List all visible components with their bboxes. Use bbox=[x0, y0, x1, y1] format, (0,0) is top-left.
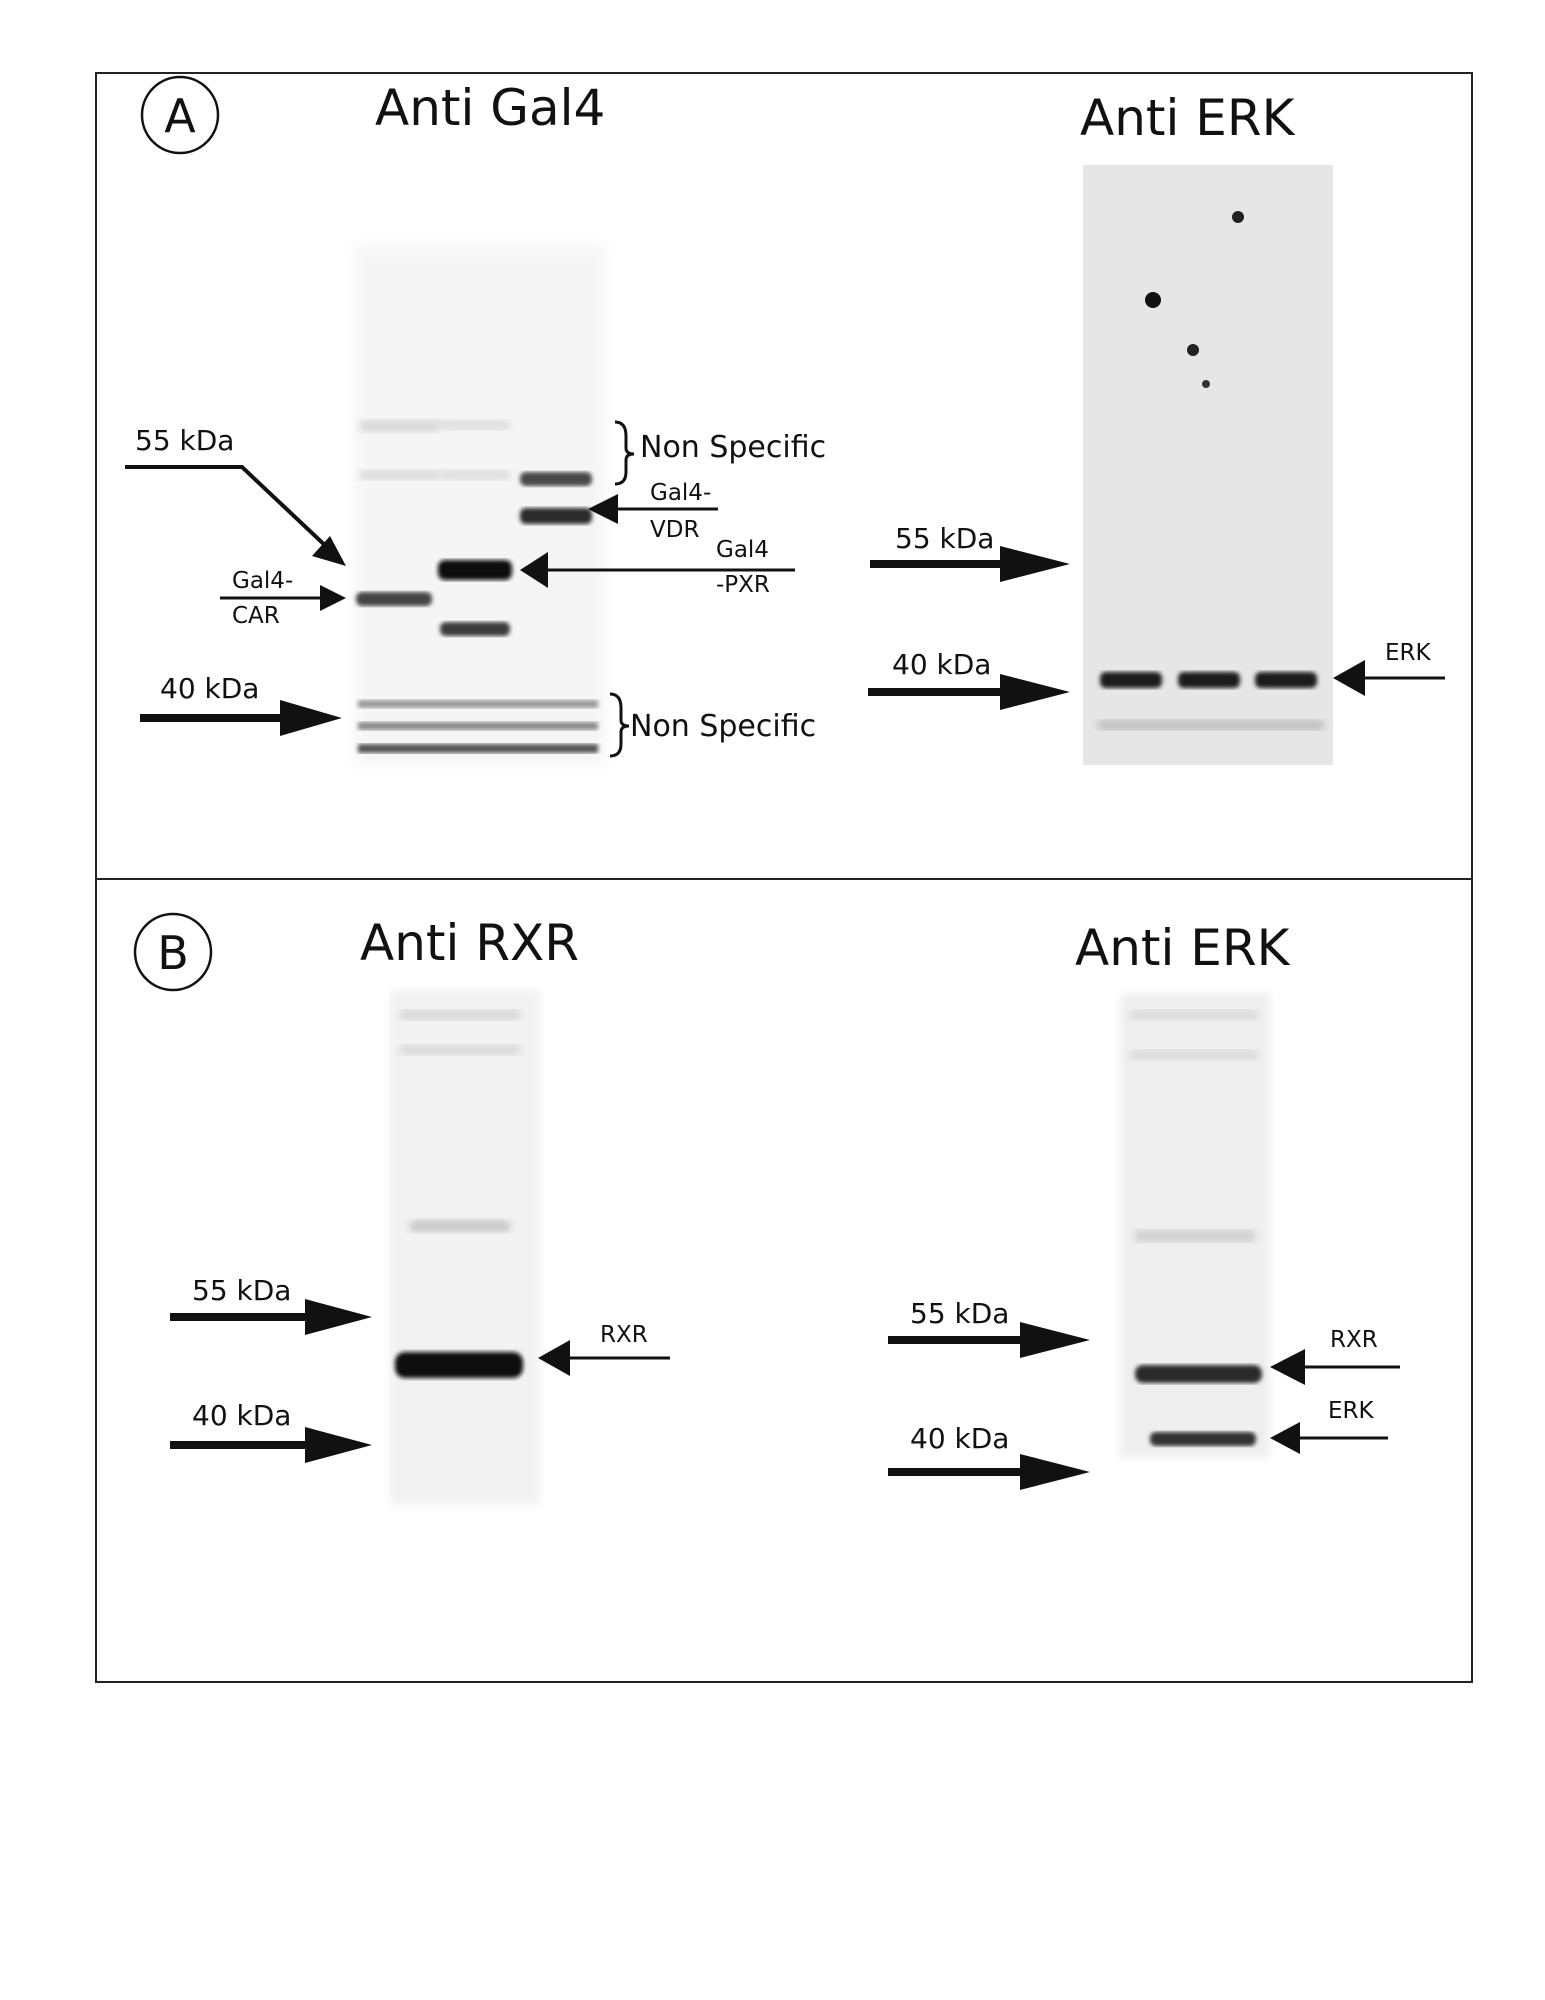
erk-b-upper-smear-1 bbox=[1130, 1010, 1258, 1020]
panel-divider bbox=[95, 878, 1473, 880]
gal4-marker-55-arrow-line bbox=[125, 465, 332, 552]
gal4-marker-40-label: 40 kDa bbox=[160, 672, 259, 705]
erk-b-mid-band bbox=[1135, 1230, 1255, 1242]
erk-b-rxr-label: RXR bbox=[1330, 1327, 1378, 1353]
rxr-arrowhead bbox=[538, 1340, 570, 1376]
rxr-marker-55-arrowhead bbox=[305, 1299, 372, 1335]
gal4-pxr-label-1: Gal4 bbox=[716, 537, 769, 563]
erk-a-speck-4 bbox=[1202, 380, 1210, 388]
gal4-lane2-smear bbox=[440, 420, 510, 430]
gal4-vdr-arrowhead bbox=[588, 494, 618, 524]
gal4-vdr-label-2: VDR bbox=[650, 517, 699, 543]
gal4-vdr-label-1: Gal4- bbox=[650, 480, 711, 506]
erk-b-erk-arrowhead bbox=[1270, 1422, 1300, 1454]
gal4-ns-band-3 bbox=[358, 744, 598, 753]
erk-a-marker-55-label: 55 kDa bbox=[895, 522, 994, 555]
erk-a-band-lane3 bbox=[1255, 672, 1317, 688]
gal4-marker-40-arrowhead bbox=[280, 700, 342, 736]
gal4-ns-band-2 bbox=[358, 722, 598, 730]
gal4-lane1-smear-2 bbox=[360, 470, 440, 480]
figure-frame bbox=[95, 72, 1473, 1683]
panel-a: A Anti Gal4 55 kDa bbox=[125, 75, 1445, 765]
panel-a-letter: A bbox=[164, 89, 196, 143]
erk-a-speck-3 bbox=[1232, 211, 1244, 223]
erk-b-marker-40-arrowhead bbox=[1020, 1454, 1090, 1490]
gal4-pxr-label-2: -PXR bbox=[716, 572, 770, 598]
erk-a-marker-40-arrowhead bbox=[1000, 674, 1070, 710]
erk-b-marker-55-label: 55 kDa bbox=[910, 1297, 1009, 1330]
erk-b-marker-40-label: 40 kDa bbox=[910, 1422, 1009, 1455]
gal4-lane2-smear-2 bbox=[440, 470, 510, 480]
gal4-ns-top-brace bbox=[614, 420, 635, 486]
gal4-ns-top-label: Non Specific bbox=[640, 430, 826, 465]
gal4-car-band bbox=[356, 592, 432, 606]
gal4-marker-55-label: 55 kDa bbox=[135, 424, 234, 457]
anti-rxr-title: Anti RXR bbox=[360, 914, 579, 972]
anti-erk-blot-a: Anti ERK 55 kDa 40 kDa ERK bbox=[868, 89, 1445, 765]
gal4-ns-band-1 bbox=[358, 700, 598, 708]
gal4-ns-bottom-label: Non Specific bbox=[630, 709, 816, 744]
rxr-label: RXR bbox=[600, 1322, 648, 1348]
rxr-marker-55-label: 55 kDa bbox=[192, 1274, 291, 1307]
erk-b-rxr-arrowhead bbox=[1270, 1349, 1305, 1385]
erk-b-membrane bbox=[1120, 993, 1270, 1458]
erk-a-membrane bbox=[1083, 165, 1333, 765]
erk-a-arrowhead bbox=[1333, 660, 1365, 696]
gal4-vdr-upper-band bbox=[520, 472, 592, 486]
anti-gal4-title: Anti Gal4 bbox=[375, 79, 605, 137]
anti-erk-b-title: Anti ERK bbox=[1075, 919, 1291, 977]
anti-rxr-blot: Anti RXR 55 kDa 40 kDa RXR bbox=[170, 914, 670, 1505]
panel-b: B Anti RXR 55 kDa 40 kDa RXR Anti ERK bbox=[133, 912, 1400, 1505]
gal4-ns-bottom-brace bbox=[609, 692, 630, 758]
rxr-upper-smear-1 bbox=[400, 1010, 520, 1020]
gal4-car-label-2: CAR bbox=[232, 603, 280, 629]
gal4-car-arrowhead bbox=[320, 585, 346, 611]
gal4-lane1-smear bbox=[360, 420, 440, 432]
rxr-upper-smear-2 bbox=[400, 1045, 520, 1055]
rxr-mid-band bbox=[410, 1220, 510, 1232]
erk-a-marker-55-arrowhead bbox=[1000, 546, 1070, 582]
gal4-pxr-arrowhead bbox=[520, 552, 548, 588]
gal4-pxr-band bbox=[438, 560, 512, 580]
erk-a-speck-2 bbox=[1187, 344, 1199, 356]
rxr-marker-40-label: 40 kDa bbox=[192, 1399, 291, 1432]
erk-a-band-lane1 bbox=[1100, 672, 1162, 688]
gal4-marker-55-arrowhead bbox=[312, 536, 346, 566]
erk-a-speck-1 bbox=[1145, 292, 1161, 308]
panel-a-circle bbox=[140, 75, 220, 155]
erk-b-rxr-band bbox=[1135, 1365, 1262, 1383]
rxr-marker-40-arrowhead bbox=[305, 1427, 372, 1463]
rxr-band bbox=[395, 1352, 523, 1378]
erk-b-marker-55-arrowhead bbox=[1020, 1322, 1090, 1358]
erk-a-lower-smear bbox=[1098, 720, 1324, 730]
gal4-pxr-lower-band bbox=[440, 622, 510, 636]
panel-b-letter: B bbox=[157, 926, 189, 980]
erk-b-upper-smear-2 bbox=[1130, 1050, 1258, 1060]
gal4-vdr-band bbox=[520, 508, 592, 524]
anti-gal4-blot: Anti Gal4 55 kDa 40 kDa bbox=[125, 79, 826, 765]
gal4-car-label-1: Gal4- bbox=[232, 568, 293, 594]
anti-erk-a-title: Anti ERK bbox=[1080, 89, 1296, 147]
erk-b-erk-band bbox=[1150, 1432, 1256, 1446]
erk-a-band-lane2 bbox=[1178, 672, 1240, 688]
erk-a-marker-40-label: 40 kDa bbox=[892, 648, 991, 681]
gal4-membrane bbox=[355, 245, 605, 765]
anti-erk-blot-b: Anti ERK 55 kDa 40 kDa RXR ERK bbox=[888, 919, 1400, 1490]
erk-a-label: ERK bbox=[1385, 640, 1432, 666]
panel-b-circle bbox=[133, 912, 213, 992]
rxr-membrane bbox=[390, 990, 540, 1505]
erk-b-erk-label: ERK bbox=[1328, 1398, 1375, 1424]
